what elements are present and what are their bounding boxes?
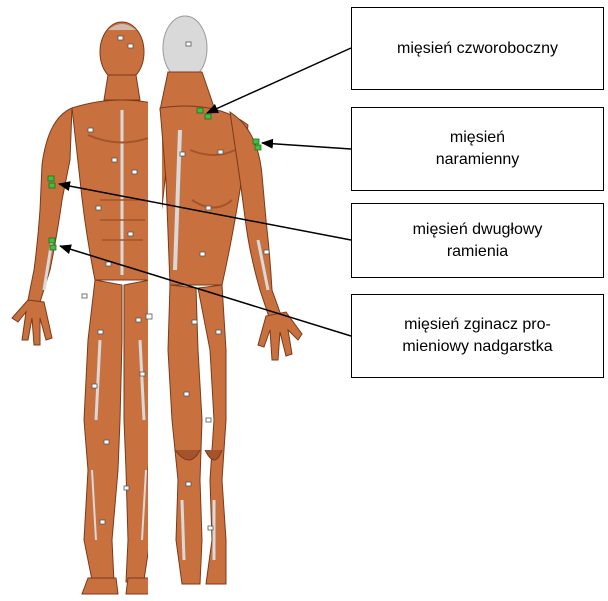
label-deltoid: mięsień naramienny: [436, 127, 520, 171]
pointer-line-deltoid: [262, 143, 351, 149]
label-box-trapezius: mięsień czworoboczny: [351, 7, 604, 90]
trapezius-marker: [197, 108, 203, 113]
biceps-marker: [48, 176, 54, 181]
flexor-marker: [49, 238, 55, 243]
label-biceps: mięsień dwugłowy ramienia: [413, 219, 543, 263]
label-box-biceps: mięsień dwugłowy ramienia: [351, 203, 604, 278]
label-trapezius: mięsień czworoboczny: [397, 38, 558, 60]
deltoid-marker: [253, 139, 259, 144]
label-box-deltoid: mięsień naramienny: [351, 107, 604, 191]
figure-divider: [148, 14, 162, 598]
pointer-line-trapezius: [207, 48, 351, 113]
label-flexor: mięsień zginacz pro- mieniowy nadgarstka: [402, 314, 552, 358]
label-box-flexor: mięsień zginacz pro- mieniowy nadgarstka: [351, 294, 604, 378]
back-body-figure: [160, 16, 302, 584]
